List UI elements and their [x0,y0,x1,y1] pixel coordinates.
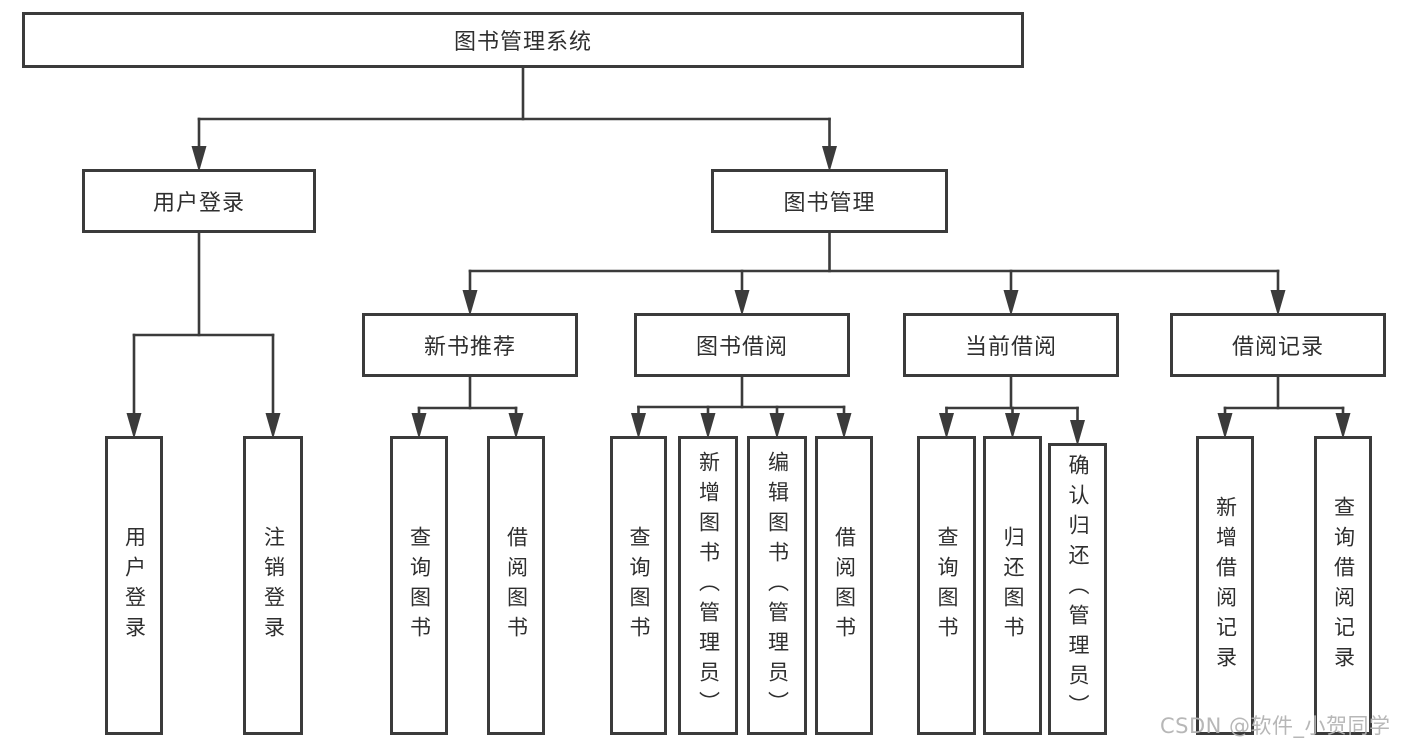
node-leaf-br-query: 查询借阅记录 [1314,436,1372,735]
node-label-leaf-user-login: 用户登录 [122,525,147,646]
node-label-leaf-nbr-borrow: 借阅图书 [504,525,529,646]
node-leaf-nbr-query: 查询图书 [390,436,448,735]
node-book-mgmt: 图书管理 [711,169,948,233]
node-leaf-user-login: 用户登录 [105,436,163,735]
node-label-root: 图书管理系统 [453,30,592,55]
node-label-leaf-nbr-query: 查询图书 [407,525,432,646]
node-label-leaf-bb-query: 查询图书 [627,525,651,646]
node-book-borrow: 图书借阅 [634,313,850,377]
node-leaf-cb-query: 查询图书 [917,436,976,735]
node-leaf-cb-confirm: 确认归还（管理员） [1048,443,1107,735]
node-label-leaf-cb-confirm: 确认归还（管理员） [1066,454,1090,724]
node-leaf-bb-borrow: 借阅图书 [815,436,873,735]
watermark: CSDN @软件_小贺同学 [1160,714,1391,738]
node-new-book-rec: 新书推荐 [362,313,578,377]
node-label-current-borrow: 当前借阅 [964,335,1057,360]
node-label-borrow-records: 借阅记录 [1231,335,1324,360]
node-label-leaf-br-add: 新增借阅记录 [1213,495,1238,676]
node-label-new-book-rec: 新书推荐 [423,335,516,360]
node-root: 图书管理系统 [22,12,1024,68]
node-label-leaf-bb-borrow: 借阅图书 [832,525,857,646]
node-user-login: 用户登录 [82,169,316,233]
node-label-leaf-bb-edit: 编辑图书（管理员） [765,450,790,721]
node-label-user-login: 用户登录 [152,191,245,216]
node-leaf-logout: 注销登录 [243,436,303,735]
node-borrow-records: 借阅记录 [1170,313,1386,377]
node-current-borrow: 当前借阅 [903,313,1119,377]
node-label-book-mgmt: 图书管理 [783,191,876,216]
node-label-leaf-cb-return: 归还图书 [1001,525,1025,646]
node-label-leaf-cb-query: 查询图书 [935,525,959,646]
node-leaf-bb-edit: 编辑图书（管理员） [747,436,807,735]
node-leaf-bb-add: 新增图书（管理员） [678,436,738,735]
node-label-leaf-bb-add: 新增图书（管理员） [696,450,721,721]
node-label-leaf-logout: 注销登录 [261,525,286,646]
node-leaf-cb-return: 归还图书 [983,436,1042,735]
node-leaf-bb-query: 查询图书 [610,436,667,735]
node-leaf-nbr-borrow: 借阅图书 [487,436,545,735]
node-label-leaf-br-query: 查询借阅记录 [1331,495,1356,676]
node-label-book-borrow: 图书借阅 [695,335,788,360]
node-leaf-br-add: 新增借阅记录 [1196,436,1254,735]
